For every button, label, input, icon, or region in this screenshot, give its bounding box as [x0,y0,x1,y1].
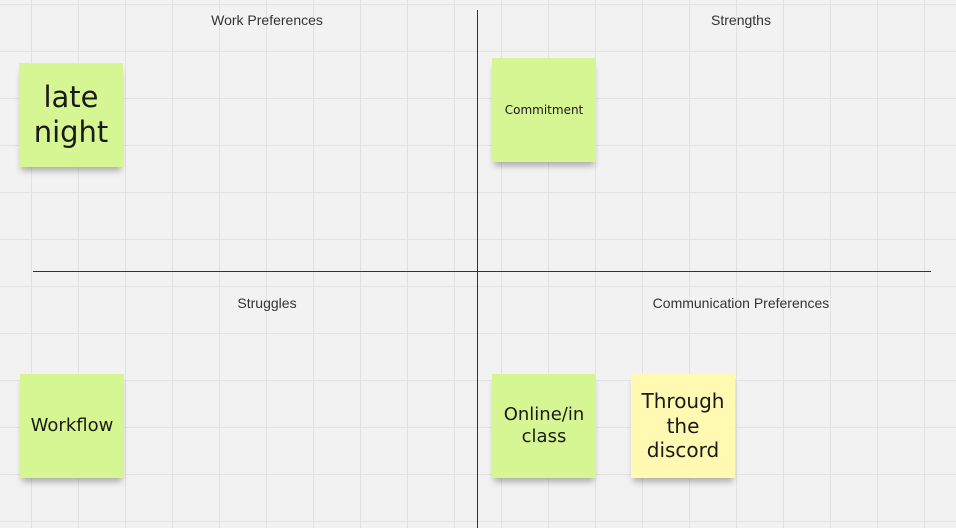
horizontal-axis-line [33,271,931,272]
quadrant-label-strengths: Strengths [711,12,771,28]
sticky-note[interactable]: Commitment [492,58,596,162]
sticky-note[interactable]: Online/in class [492,374,596,478]
quadrant-label-communication-preferences: Communication Preferences [652,295,830,311]
sticky-note-text: Online/in class [503,404,585,447]
sticky-note[interactable]: late night [19,63,123,167]
sticky-note-text: Workflow [30,415,114,437]
sticky-note-text: Commitment [504,102,584,117]
quadrant-label-work-preferences: Work Preferences [211,12,323,28]
quadrant-label-struggles: Struggles [237,295,297,311]
sticky-note[interactable]: Workflow [20,374,124,478]
vertical-axis-line [477,10,478,528]
sticky-note-text: late night [33,79,109,149]
sticky-note-text: Through the discord [641,389,725,463]
sticky-note[interactable]: Through the discord [631,374,735,478]
